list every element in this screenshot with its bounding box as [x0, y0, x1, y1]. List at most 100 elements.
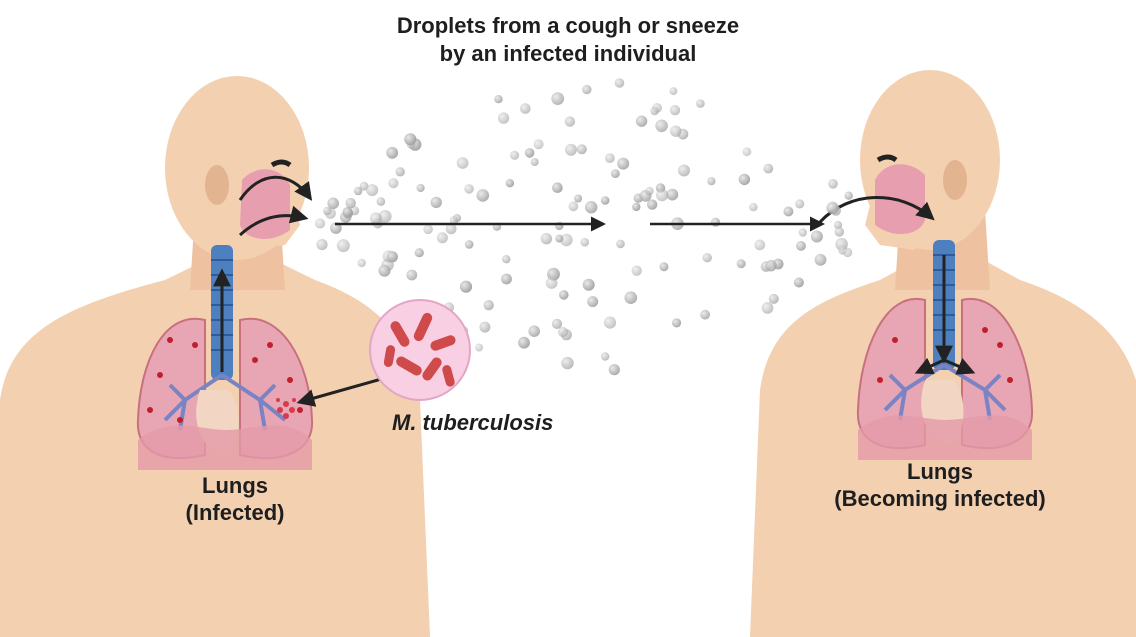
droplet [585, 201, 597, 213]
droplet [700, 310, 710, 320]
droplet [605, 153, 615, 163]
droplet [396, 167, 405, 176]
droplet [795, 199, 804, 208]
droplet [765, 260, 776, 271]
droplet [498, 112, 509, 123]
droplet [520, 103, 531, 114]
droplet [460, 281, 472, 293]
droplet [749, 203, 757, 211]
left-label-line-2: (Infected) [150, 499, 320, 526]
droplet [406, 270, 417, 281]
droplet [552, 182, 563, 193]
droplet [743, 147, 752, 156]
droplet [799, 228, 807, 236]
droplet [625, 291, 638, 304]
droplet [501, 274, 512, 285]
droplet [552, 319, 562, 329]
droplet [506, 179, 514, 187]
droplet [337, 239, 350, 252]
droplet [655, 120, 668, 133]
droplet [672, 318, 681, 327]
right-ear [943, 160, 967, 200]
droplet [386, 147, 398, 159]
droplet [587, 296, 598, 307]
droplet [707, 177, 715, 185]
droplet [650, 107, 658, 115]
droplet [660, 262, 669, 271]
left-ear [205, 165, 229, 205]
droplet [377, 197, 386, 206]
droplet [477, 189, 490, 202]
droplet [636, 116, 647, 127]
droplet [457, 157, 469, 169]
droplet [632, 203, 640, 211]
droplet [379, 265, 391, 277]
droplet [358, 259, 366, 267]
droplet [551, 92, 564, 105]
droplet [617, 158, 629, 170]
droplet [431, 197, 442, 208]
droplet [370, 212, 382, 224]
droplet [762, 302, 774, 314]
droplet [559, 290, 569, 300]
droplet [316, 239, 327, 250]
droplet [601, 352, 609, 360]
droplet [323, 207, 332, 216]
droplet [737, 259, 746, 268]
droplet [794, 278, 804, 288]
droplet [826, 202, 838, 214]
droplet [437, 232, 448, 243]
droplet [615, 78, 625, 88]
droplet [604, 317, 616, 329]
right-label-line-2: (Becoming infected) [810, 485, 1070, 512]
droplet [555, 235, 563, 243]
title-line-1: Droplets from a cough or sneeze [318, 12, 818, 40]
right-person [750, 70, 1136, 637]
title-line-2: by an infected individual [318, 40, 818, 68]
droplet [611, 169, 620, 178]
droplet [581, 238, 590, 247]
droplet [343, 207, 353, 217]
droplet [475, 344, 483, 352]
droplet [696, 99, 705, 108]
droplet [494, 95, 502, 103]
droplet [565, 116, 575, 126]
droplet [534, 139, 544, 149]
droplet [670, 105, 680, 115]
droplet [417, 184, 425, 192]
droplet [569, 201, 579, 211]
droplet [479, 322, 490, 333]
left-person [0, 76, 430, 637]
right-diaphragm [858, 416, 1032, 460]
droplet [670, 126, 681, 137]
left-label-line-1: Lungs [150, 472, 320, 499]
droplet [811, 231, 823, 243]
droplet [843, 248, 852, 257]
left-lungs-label: Lungs (Infected) [150, 472, 320, 526]
droplet [796, 241, 806, 251]
droplet [525, 148, 535, 158]
droplet [415, 248, 424, 257]
droplet [546, 277, 558, 289]
droplet [703, 253, 712, 262]
droplet [739, 174, 750, 185]
droplet [632, 266, 642, 276]
droplet [763, 164, 773, 174]
droplet [502, 255, 510, 263]
droplet [845, 192, 853, 200]
droplet [531, 158, 539, 166]
droplet [583, 279, 595, 291]
droplet [828, 179, 838, 189]
droplet [609, 364, 620, 375]
droplet [783, 207, 793, 217]
droplet [656, 189, 668, 201]
droplet [558, 327, 568, 337]
droplet [465, 240, 474, 249]
droplet [645, 187, 653, 195]
right-lungs-label: Lungs (Becoming infected) [810, 458, 1070, 512]
droplet [346, 198, 356, 208]
droplet [423, 225, 433, 235]
droplet [616, 240, 625, 249]
droplet [647, 199, 657, 209]
